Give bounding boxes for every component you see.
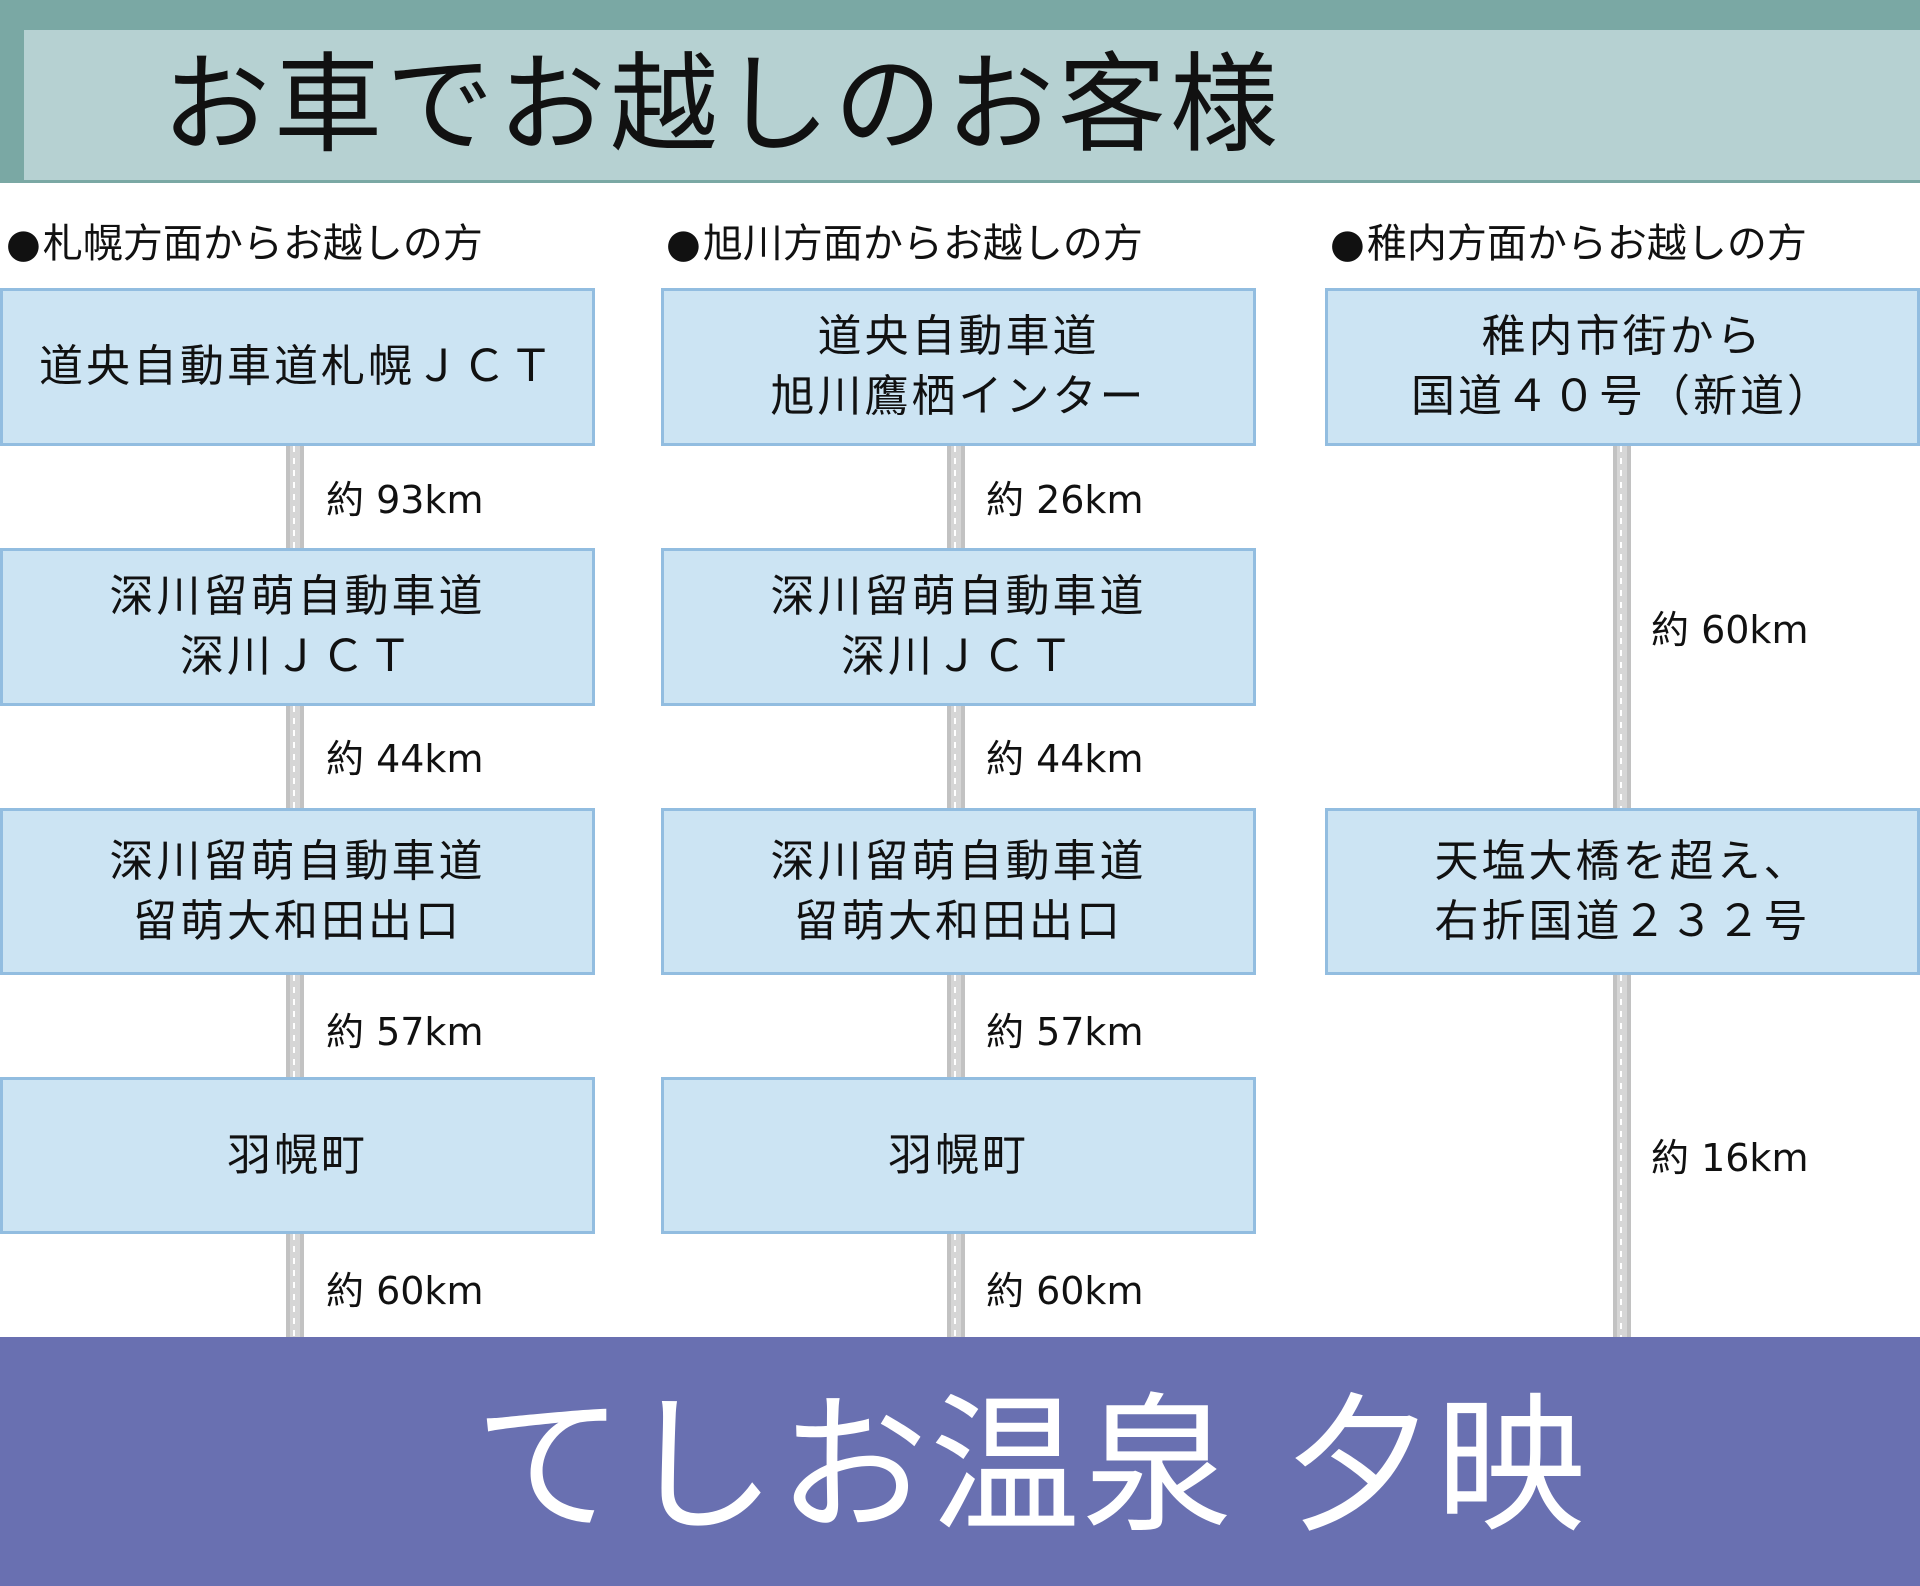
route-connector	[947, 975, 965, 1077]
route-stop-label: 深川留萌自動車道 留萌大和田出口	[109, 835, 486, 947]
destination-name: てしお温泉 夕映	[474, 1380, 1588, 1554]
route-stop-label: 羽幌町	[888, 1129, 1029, 1181]
route-connector	[947, 706, 965, 808]
route-stop: 深川留萌自動車道 深川ＪＣＴ	[661, 548, 1256, 706]
route-stop-label: 稚内市街から 国道４０号（新道）	[1411, 311, 1834, 422]
route-heading-wakkanai: ●稚内方面からお越しの方	[1330, 216, 1807, 272]
header-band: お車でお越しのお客様	[0, 0, 1920, 183]
route-stop: 稚内市街から 国道４０号（新道）	[1325, 288, 1920, 446]
route-distance: 約 57km	[326, 1010, 484, 1054]
route-distance: 約 60km	[1651, 608, 1809, 652]
route-stop: 深川留萌自動車道 留萌大和田出口	[0, 808, 595, 975]
destination-banner: てしお温泉 夕映	[0, 1337, 1920, 1586]
route-distance: 約 60km	[326, 1269, 484, 1313]
route-heading-sapporo: ●札幌方面からお越しの方	[6, 216, 483, 272]
route-stop: 天塩大橋を超え、 右折国道２３２号	[1325, 808, 1920, 975]
route-connector	[286, 975, 304, 1077]
route-heading-label: 旭川方面からお越しの方	[702, 221, 1143, 267]
route-distance: 約 57km	[986, 1010, 1144, 1054]
bullet-icon: ●	[6, 221, 41, 267]
route-stop-label: 深川留萌自動車道 深川ＪＣＴ	[770, 571, 1147, 682]
route-stop-label: 道央自動車道 旭川鷹栖インター	[770, 311, 1147, 422]
route-distance: 約 16km	[1651, 1136, 1809, 1180]
header-panel: お車でお越しのお客様	[24, 30, 1920, 180]
route-heading-asahikawa: ●旭川方面からお越しの方	[666, 216, 1143, 272]
route-distance: 約 44km	[986, 737, 1144, 781]
route-stop: 羽幌町	[661, 1077, 1256, 1234]
page-title: お車でお越しのお客様	[162, 43, 1283, 168]
route-connector	[286, 1234, 304, 1337]
route-heading-label: 稚内方面からお越しの方	[1366, 221, 1807, 267]
route-stop-label: 羽幌町	[227, 1129, 368, 1181]
route-stop: 深川留萌自動車道 深川ＪＣＴ	[0, 548, 595, 706]
route-stop-label: 道央自動車道札幌ＪＣＴ	[39, 341, 556, 392]
route-heading-label: 札幌方面からお越しの方	[42, 221, 483, 267]
route-stop: 道央自動車道 旭川鷹栖インター	[661, 288, 1256, 446]
route-stop: 深川留萌自動車道 留萌大和田出口	[661, 808, 1256, 975]
route-distance: 約 44km	[326, 737, 484, 781]
route-stop: 道央自動車道札幌ＪＣＴ	[0, 288, 595, 446]
route-connector	[947, 446, 965, 548]
route-distance: 約 60km	[986, 1269, 1144, 1313]
bullet-icon: ●	[1330, 221, 1365, 267]
route-distance: 約 93km	[326, 478, 484, 522]
route-connector	[286, 446, 304, 548]
route-stop-label: 天塩大橋を超え、 右折国道２３２号	[1434, 835, 1811, 947]
route-connector	[286, 706, 304, 808]
route-stop: 羽幌町	[0, 1077, 595, 1234]
route-connector	[1613, 975, 1631, 1337]
bullet-icon: ●	[666, 221, 701, 267]
route-stop-label: 深川留萌自動車道 深川ＪＣＴ	[109, 571, 486, 682]
route-connector	[947, 1234, 965, 1337]
route-stop-label: 深川留萌自動車道 留萌大和田出口	[770, 835, 1147, 947]
route-distance: 約 26km	[986, 478, 1144, 522]
route-connector	[1613, 446, 1631, 808]
